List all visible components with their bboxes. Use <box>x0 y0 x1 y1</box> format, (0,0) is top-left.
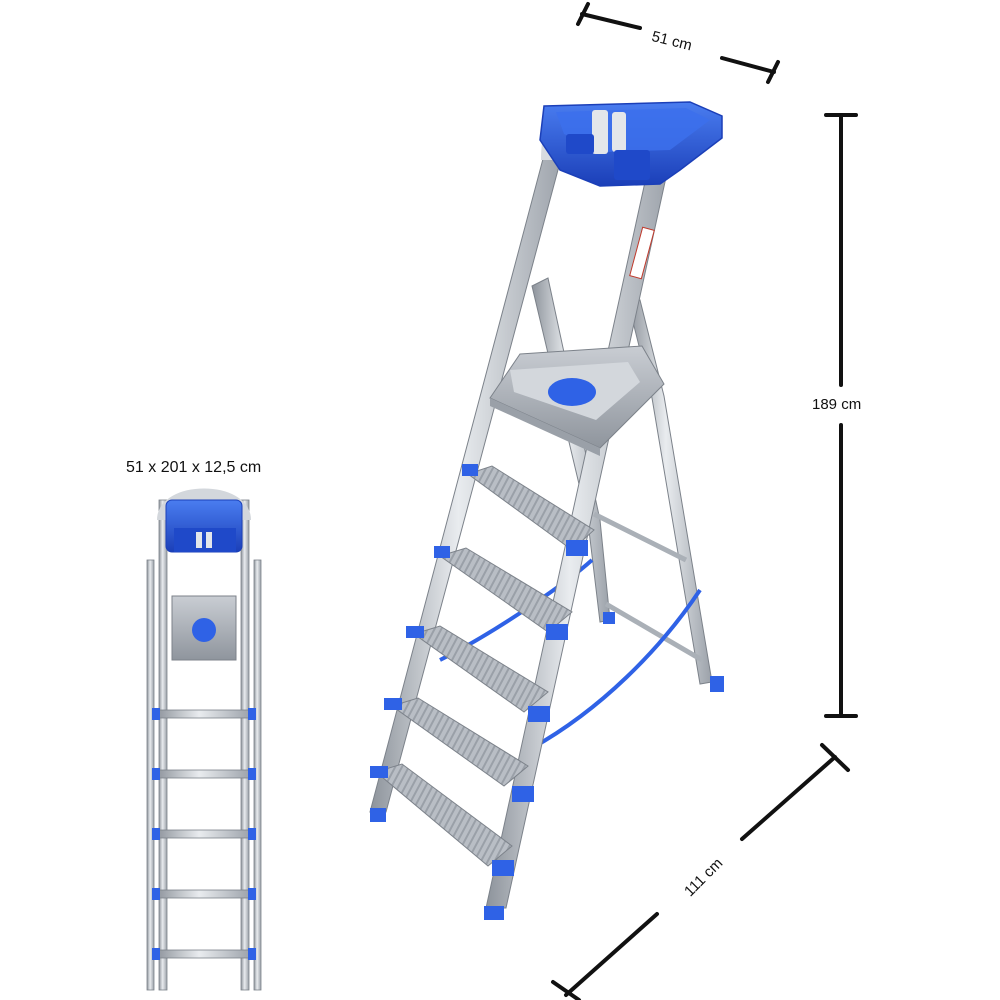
ladder-folded-image <box>146 488 262 991</box>
ladder-step <box>370 763 514 876</box>
ladder-step <box>434 546 573 640</box>
dimension-height-arrow <box>824 113 858 718</box>
folded-step <box>152 828 256 840</box>
folded-step <box>152 768 256 780</box>
dimension-width-arrow <box>576 2 780 84</box>
ladder-step <box>462 464 595 556</box>
folded-step <box>152 948 256 960</box>
ladder-step <box>384 697 534 802</box>
folded-step <box>152 708 256 720</box>
height-label: 189 cm <box>812 396 862 413</box>
folded-size-label: 51 x 201 x 12,5 cm <box>126 459 262 476</box>
dimension-depth-arrow <box>551 743 850 1000</box>
ladder-open-image <box>369 101 724 920</box>
folded-step <box>152 888 256 900</box>
ladder-step <box>406 625 550 722</box>
